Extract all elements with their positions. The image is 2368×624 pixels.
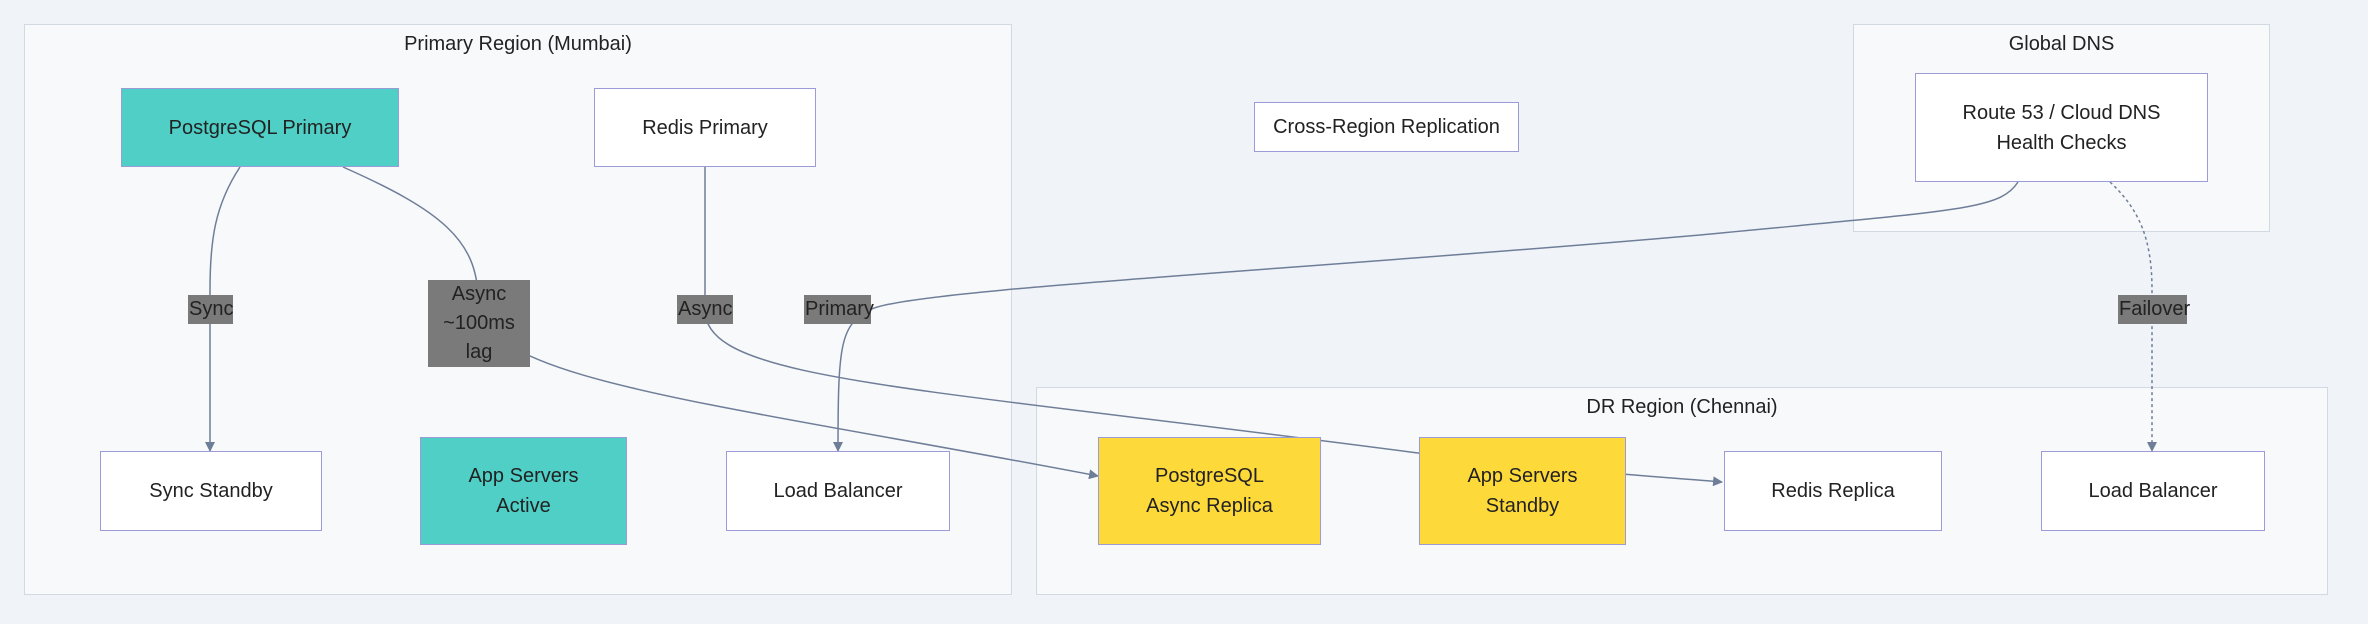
edge-label-primary: Primary	[804, 295, 874, 324]
edge-label-failover: Failover	[2118, 295, 2190, 324]
redis-primary-node[interactable]: Redis Primary	[594, 88, 816, 167]
sync-standby-node[interactable]: Sync Standby	[100, 451, 322, 531]
edge-label-async-lag: Async ~100ms lag	[428, 280, 530, 367]
cross-region-replication-node[interactable]: Cross-Region Replication	[1254, 102, 1519, 152]
edge-pg-primary-to-sync-standby	[205, 166, 241, 452]
edge-label-sync: Sync	[188, 295, 233, 324]
edge-route53-to-lb-dr	[2109, 181, 2157, 452]
primary-region-title: Primary Region (Mumbai)	[404, 33, 632, 55]
redis-replica-node[interactable]: Redis Replica	[1724, 451, 1942, 531]
edge-label-async: Async	[677, 295, 733, 324]
load-balancer-primary-node[interactable]: Load Balancer	[726, 451, 950, 531]
dr-region-title: DR Region (Chennai)	[1586, 396, 1778, 418]
edge-redis-primary-to-redis-replica	[704, 167, 1723, 487]
app-servers-active-node[interactable]: App Servers Active	[420, 437, 627, 545]
route53-cloud-dns-node[interactable]: Route 53 / Cloud DNS Health Checks	[1915, 73, 2208, 182]
edge-route53-to-lb-primary	[833, 181, 2019, 452]
postgresql-primary-node[interactable]: PostgreSQL Primary	[121, 88, 399, 167]
app-servers-standby-node[interactable]: App Servers Standby	[1419, 437, 1626, 545]
postgresql-async-replica-node[interactable]: PostgreSQL Async Replica	[1098, 437, 1321, 545]
load-balancer-dr-node[interactable]: Load Balancer	[2041, 451, 2265, 531]
global-dns-region-title: Global DNS	[2008, 33, 2115, 55]
